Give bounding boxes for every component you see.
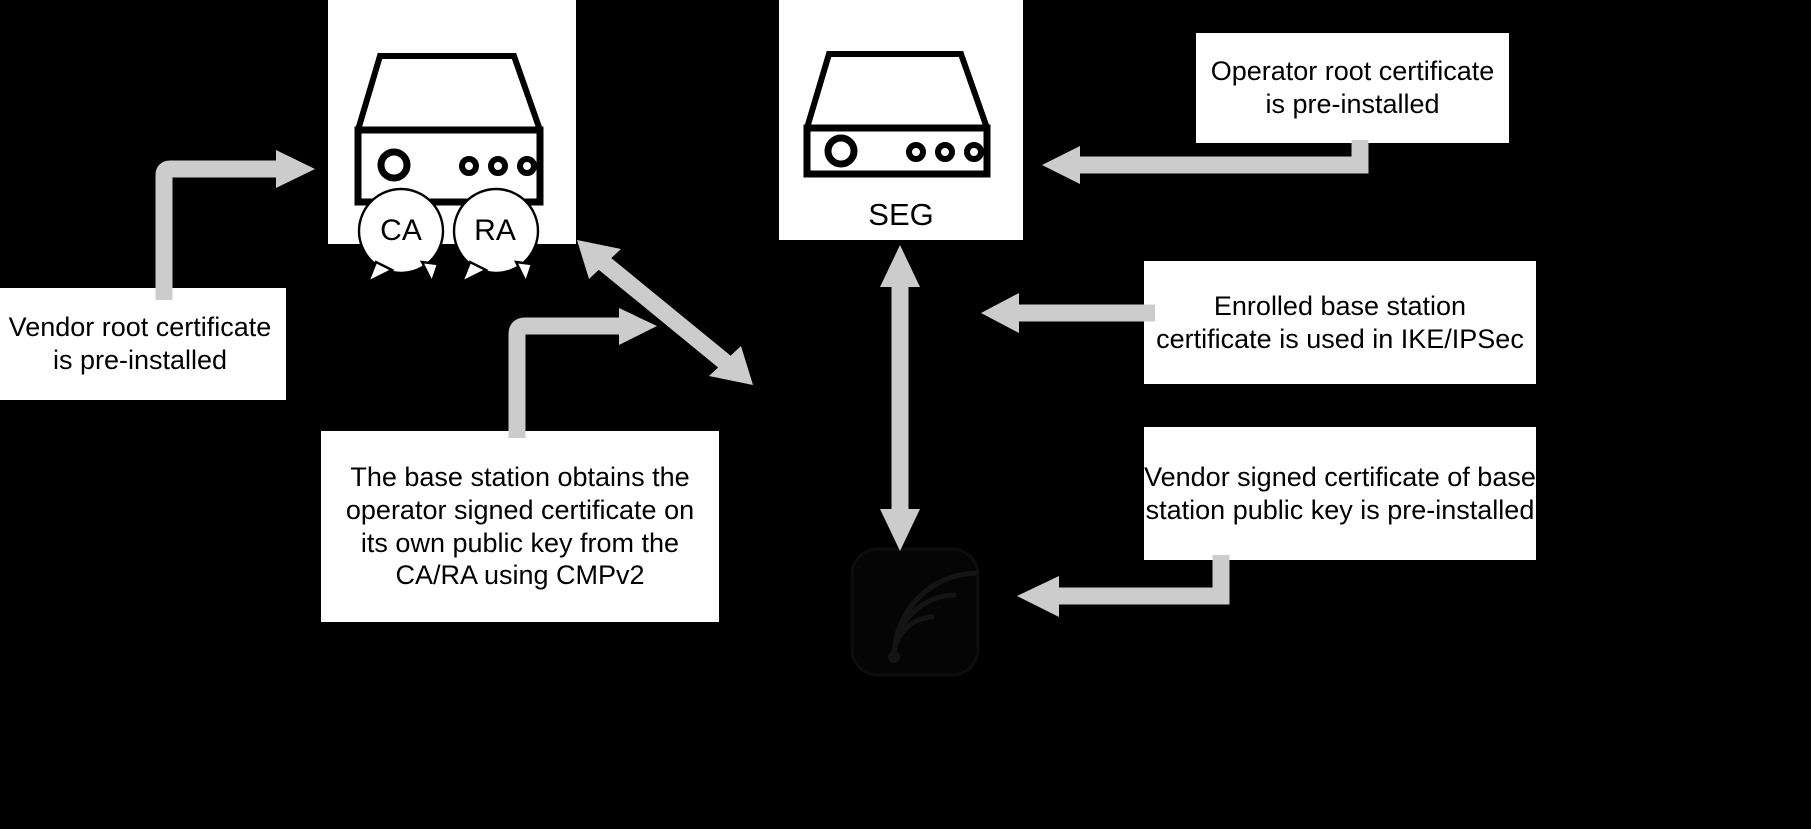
callout-vendor-root-certificate: Vendor root certificate is pre-installed: [0, 288, 286, 400]
connector-base-station-to-seg-ipsec: [577, 240, 753, 385]
ra-label: RA: [474, 214, 516, 247]
seg-label: SEG: [868, 197, 934, 232]
ca-ra-bubbles: [357, 187, 540, 286]
callout-cmpv2-enrolment: The base station obtains the operator si…: [321, 431, 719, 622]
callout-vendor-signed-certificate: Vendor signed certificate of base statio…: [1144, 427, 1536, 560]
connector-seg-to-radio-node: [880, 245, 920, 551]
callout-operator-root-certificate: Operator root certificate is pre-install…: [1196, 33, 1509, 143]
connector-enrolled-cert-to-ipsec-link: [981, 293, 1155, 333]
callout-enrolled-base-station-certificate: Enrolled base station certificate is use…: [1144, 261, 1536, 384]
connector-vendor-root-to-base-station: [155, 150, 315, 300]
connector-cmpv2-callout-to-link: [508, 308, 657, 438]
seg-device-icon: [803, 51, 991, 178]
connector-operator-root-to-seg: [1042, 140, 1369, 184]
radio-base-station-icon: [850, 547, 980, 677]
ca-label: CA: [380, 214, 422, 247]
connector-vendor-signed-to-radio-node: [1017, 555, 1230, 617]
